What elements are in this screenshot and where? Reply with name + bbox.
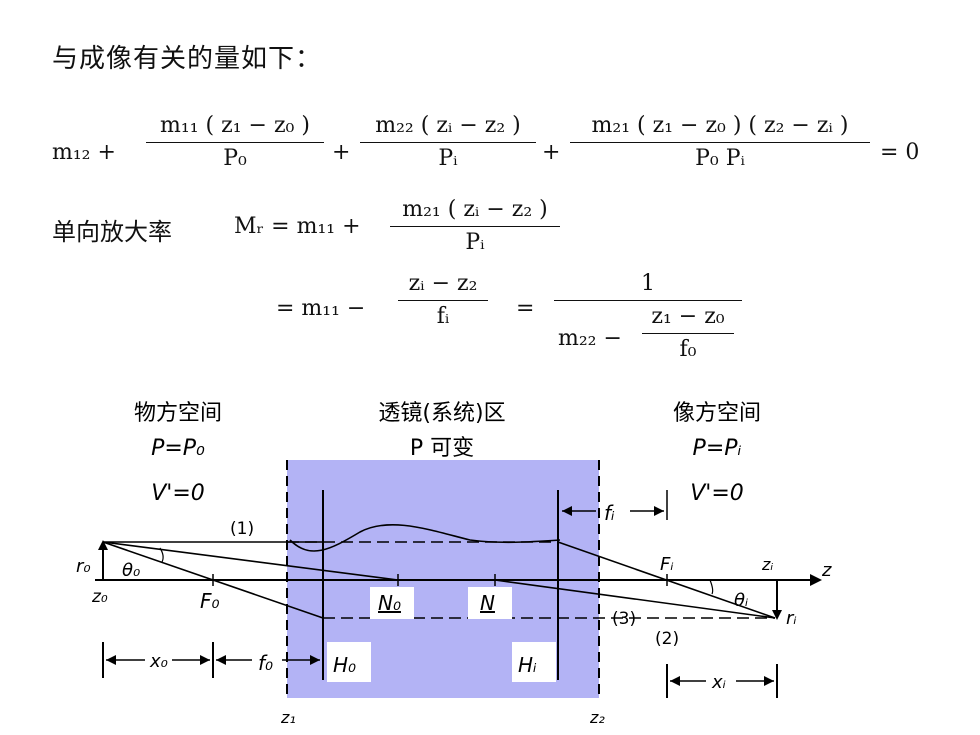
eq2-lhs: Mᵣ = m₁₁ + [234, 214, 361, 239]
eq1-frac1-num: m₁₁ ( z₁ − z₀ ) [160, 113, 310, 138]
f0-focus-label: F₀ [200, 589, 220, 613]
eq1-frac3-num: m₂₁ ( z₁ − z₀ ) ( z₂ − zᵢ ) [591, 113, 849, 138]
eq1-rhs: = 0 [880, 140, 920, 165]
hi-label-bg [512, 642, 556, 682]
f0-arrow-left [216, 655, 226, 665]
eq3-big-frac: 1 m₂₂ − z₁ − z₀ f₀ [554, 270, 742, 367]
eq2-frac-num: m₂₁ ( zᵢ − z₂ ) [402, 197, 548, 222]
zi-label: zᵢ [761, 555, 773, 574]
eq2-frac: m₂₁ ( zᵢ − z₂ ) Pᵢ [390, 196, 560, 257]
fraction-bar [146, 142, 324, 143]
eq1-frac1: m₁₁ ( z₁ − z₀ ) P₀ [146, 112, 324, 173]
ray-2-out [494, 579, 776, 619]
eq3-lhs: = m₁₁ − [276, 296, 366, 321]
eq3-inner-frac: z₁ − z₀ f₀ [642, 303, 734, 364]
lens-region-title: 透镜(系统)区 [378, 401, 505, 426]
image-space-p: P=Pᵢ [693, 436, 742, 461]
thetai-label: θᵢ [734, 590, 748, 611]
z2-label: z₂ [589, 708, 605, 727]
n-label: N [480, 591, 495, 615]
eq1-plus2: + [542, 140, 561, 165]
xi-arrow-left [670, 676, 680, 686]
ri-label: rᵢ [786, 608, 797, 629]
ray-3-label: (3) [612, 609, 636, 629]
fraction-bar [642, 333, 734, 334]
fi-focus-label: Fᵢ [660, 554, 674, 575]
object-arrow-head [98, 540, 108, 550]
intro-text: 与成像有关的量如下： [52, 44, 323, 74]
eq3-frac: zᵢ − z₂ fᵢ [398, 270, 488, 331]
theta0-label: θ₀ [122, 560, 140, 581]
fraction-bar [360, 142, 536, 143]
f0-dim-label: f₀ [258, 651, 273, 675]
eq3-inner-num: z₁ − z₀ [651, 304, 725, 329]
eq1-frac2-num: m₂₂ ( zᵢ − z₂ ) [375, 113, 521, 138]
x0-arrow-left [106, 655, 116, 665]
object-space-title: 物方空间 [134, 401, 222, 426]
theta0-arc [159, 547, 164, 563]
f0-arrow-right [310, 655, 320, 665]
fi-dim-label: fᵢ [604, 501, 615, 525]
image-space-title: 像方空间 [673, 401, 761, 426]
eq1-frac3: m₂₁ ( z₁ − z₀ ) ( z₂ − zᵢ ) P₀ Pᵢ [570, 112, 870, 173]
object-space-p: P=P₀ [151, 436, 205, 461]
object-space-v: V'=0 [151, 481, 205, 506]
eq1-frac3-den: P₀ Pᵢ [695, 146, 745, 171]
fraction-bar [570, 142, 870, 143]
image-space-v: V'=0 [690, 481, 744, 506]
eq1-term1: m₁₂ + [52, 140, 116, 165]
eq1-frac2: m₂₂ ( zᵢ − z₂ ) Pᵢ [360, 112, 536, 173]
xi-arrow-right [764, 676, 774, 686]
thetai-arc [709, 579, 714, 595]
n0-label: N₀ [378, 591, 401, 615]
xi-dim-label: xᵢ [711, 672, 726, 693]
eq3-big-den-lhs: m₂₂ − [558, 326, 622, 351]
n0-label-bg [370, 587, 414, 619]
axis-arrow [810, 574, 822, 586]
fi-arrow-right [654, 506, 664, 516]
eq2-label: 单向放大率 [52, 218, 172, 246]
optics-diagram: 物方空间 P=P₀ V'=0 透镜(系统)区 P 可变 像方空间 P=Pᵢ V'… [76, 401, 832, 727]
fraction-bar [398, 300, 488, 301]
z0-label: z₀ [91, 587, 108, 607]
eq1-frac2-den: Pᵢ [438, 146, 458, 171]
ray-1-label: (1) [230, 519, 254, 539]
eq1-frac1-den: P₀ [223, 146, 247, 171]
eq3-frac-num: zᵢ − z₂ [408, 271, 478, 296]
eq3-inner-den: f₀ [679, 337, 697, 362]
eq3-frac-den: fᵢ [436, 304, 450, 329]
h0-label-bg [327, 642, 371, 682]
ray-2-label: (2) [655, 629, 679, 649]
r0-label: r₀ [76, 556, 91, 577]
ray-1-curve [289, 524, 561, 552]
h0-label: H₀ [333, 653, 356, 677]
fraction-bar [390, 226, 560, 227]
z1-label: z₁ [280, 708, 296, 727]
x0-arrow-right [200, 655, 210, 665]
hi-label: Hᵢ [518, 653, 537, 677]
lens-region-p: P 可变 [410, 436, 474, 461]
eq3-big-num: 1 [641, 271, 655, 296]
z-axis-label: z [821, 560, 832, 581]
x0-dim-label: x₀ [149, 651, 168, 672]
ray-2-in [102, 541, 399, 581]
n-label-bg [468, 587, 512, 619]
eq1-plus1: + [332, 140, 351, 165]
eq3-eq: = [516, 296, 535, 321]
fraction-bar [554, 300, 742, 301]
eq2-frac-den: Pᵢ [465, 230, 485, 255]
fi-arrow-left [562, 506, 572, 516]
eq3-big-den: m₂₂ − z₁ − z₀ f₀ [554, 303, 742, 367]
image-arrow-head [772, 610, 782, 620]
